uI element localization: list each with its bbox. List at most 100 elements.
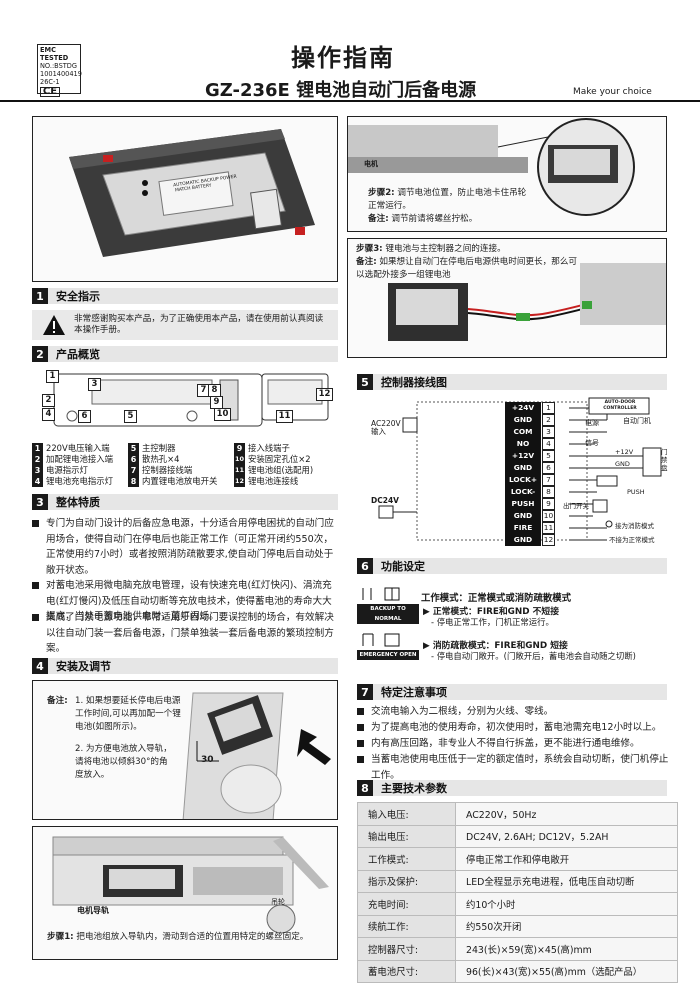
normal-mode-label: 不接为正常模式 (609, 536, 655, 544)
switch-emergency-icon (362, 633, 400, 647)
terminal-number: 2 (542, 414, 555, 426)
section-4-header: 4 安装及调节 (32, 658, 338, 674)
terminal-label: NO (505, 438, 541, 450)
plus12-label: +12V (615, 448, 634, 456)
overview-figure: 1 2 3 4 5 6 7 8 9 10 11 12 (32, 368, 338, 436)
mode-title: 工作模式：正常模式或消防疏散模式 (421, 593, 572, 604)
overview-tag-5: 5 (124, 410, 137, 423)
install-note1: 1. 如果想要延长停电后电源工作时间,可以再加配一个锂电池(如图所示)。 (75, 696, 181, 732)
section-6-header: 6 功能设定 (357, 558, 667, 574)
normal-mode-desc: - 停电正常工作，门机正常运行。 (431, 617, 554, 627)
page-title: 操作指南 (291, 44, 395, 72)
step2-note: 备注: 调节前请将螺丝拧松。 (368, 214, 478, 224)
emergency-mode-desc: - 停电自动门敞开。(门敞开后，蓄电池会自动随之切断) (431, 651, 636, 661)
rail-illustration (348, 118, 635, 216)
note-item: 为了提高电池的使用寿命，初次使用时，蓄电池需充电12小时以上。 (357, 720, 677, 736)
terminal-number: 7 (542, 474, 555, 486)
step2-text: 步骤2: 调节电池位置，防止电池卡住吊轮正常运行。 (368, 188, 527, 211)
exit-switch-label: 出门开关 (563, 502, 589, 510)
ac-input-label: AC220V 输入 (371, 419, 401, 436)
step3-note: 备注: 如果想让自动门在停电后电源供电时间更长，那么可以选配外接多一组锂电池 (356, 257, 578, 280)
specs-table: 输入电压:AC220V，50Hz 输出电压:DC24V, 2.6AH; DC12… (357, 802, 678, 983)
gnd-label: GND (615, 460, 630, 468)
keypad-label: 门禁盘 (661, 448, 668, 472)
push-label: PUSH (627, 488, 645, 496)
terminal-number: 3 (542, 426, 555, 438)
install-photo-1: 备注: 1. 如果想要延长停电后电源工作时间,可以再加配一个锂电池(如图所示)。… (32, 680, 338, 820)
safety-box: 非常感谢购买本产品，为了正确使用本产品，请在使用前认真阅读本操作手册。 (32, 310, 338, 340)
terminal-label: COM (505, 426, 541, 438)
terminal-label: +12V (505, 450, 541, 462)
emc-title: EMC TESTED (40, 46, 69, 62)
normal-mode-title: ▶ 正常模式：FIRE和GND 不短接 (423, 607, 560, 617)
backup-badge: BACKUP TO NORMAL (357, 604, 419, 624)
overview-tag-4: 4 (42, 408, 55, 421)
emergency-mode-title: ▶ 消防疏散模式：FIRE和GND 短接 (423, 641, 568, 651)
wiring-lines (378, 397, 662, 541)
terminal-number: 11 (542, 522, 555, 534)
table-row: 指示及保护:LED全程显示充电进程，低电压自动切断 (357, 869, 678, 893)
safety-text: 非常感谢购买本产品，为了正确使用本产品，请在使用前认真阅读本操作手册。 (74, 314, 324, 335)
emc-certificate: EMC TESTED NO.:BSTDG 1001400419 26C-1 CE (37, 44, 82, 97)
terminal-label: +24V (505, 402, 541, 414)
overview-tag-1: 1 (46, 370, 59, 383)
note-item: 交流电输入为二根线，分别为火线、零线。 (357, 704, 675, 720)
overview-tag-10: 10 (214, 408, 231, 421)
step2-photo: 电机 步骤2: 调节电池位置，防止电池卡住吊轮正常运行。 备注: 调节前请将螺丝… (347, 116, 667, 232)
table-row: 续航工作:约550次开闭 (357, 914, 678, 938)
table-row: 工作模式:停电正常工作和停电敞开 (357, 847, 678, 871)
overview-tag-2: 2 (42, 394, 55, 407)
header-rule (0, 100, 700, 102)
table-row: 输入电压:AC220V，50Hz (357, 802, 678, 826)
step1-text: 步骤1: 把电池组放入导轨内，滑动到合适的位置用特定的螺丝固定。 (47, 932, 309, 942)
install-note: 备注: (47, 696, 68, 706)
terminal-label: GND (505, 462, 541, 474)
terminal-label: GND (505, 534, 541, 546)
install-photo-2: 电机导轨 吊轮 步骤1: 把电池组放入导轨内，滑动到合适的位置用特定的螺丝固定。 (32, 826, 338, 960)
terminal-label: GND (505, 414, 541, 426)
table-row: 控制器尺寸:243(长)×59(宽)×45(高)mm (357, 937, 678, 961)
note-item: 当蓄电池使用电压低于一定的额定值时，系统会自动切断，使门机停止工作。 (357, 752, 675, 783)
section-2-header: 2 产品概览 (32, 346, 338, 362)
switch-normal-icon (362, 587, 400, 601)
terminal-label: LOCK+ (505, 474, 541, 486)
terminal-label: FIRE (505, 522, 541, 534)
step3-text: 步骤3: 锂电池与主控制器之间的连接。 (356, 244, 506, 254)
note-item: 内有高压回路，非专业人不得自行拆盖，更不能进行通电维修。 (357, 736, 675, 752)
terminal-number: 10 (542, 510, 555, 522)
table-row: 输出电压:DC24V, 2.6AH; DC12V，5.2AH (357, 824, 678, 848)
terminal-number: 5 (542, 450, 555, 462)
auto-door-controller-label: AUTO-DOOR CONTROLLER (603, 400, 637, 411)
guide-label: 电机导轨 (77, 906, 109, 915)
terminal-number: 6 (542, 462, 555, 474)
ce-mark: CE (40, 87, 60, 97)
section-1-header: 1 安全指示 (32, 288, 338, 304)
feature-item: 对蓄电池采用微电脑充放电管理，设有快速充电(红灯快闪)、涓流充电(红灯慢闪)及低… (32, 578, 338, 625)
terminal-label: PUSH (505, 498, 541, 510)
overview-tag-6: 6 (78, 410, 91, 423)
rail-with-battery-illustration (52, 836, 329, 934)
motor-label: 电机 (364, 160, 378, 168)
fire-mode-label: 接为消防模式 (615, 522, 654, 530)
section-8-header: 8 主要技术参数 (357, 780, 667, 796)
controller-illustration (69, 129, 315, 257)
model-number: GZ-236E (205, 80, 290, 101)
terminal-label: LOCK- (505, 486, 541, 498)
dc-input-label: DC24V (371, 496, 399, 505)
terminal-number: 8 (542, 486, 555, 498)
overview-tag-12: 12 (316, 388, 333, 401)
battery-pack-view (261, 373, 329, 421)
signal-label: 信号 (585, 439, 599, 447)
